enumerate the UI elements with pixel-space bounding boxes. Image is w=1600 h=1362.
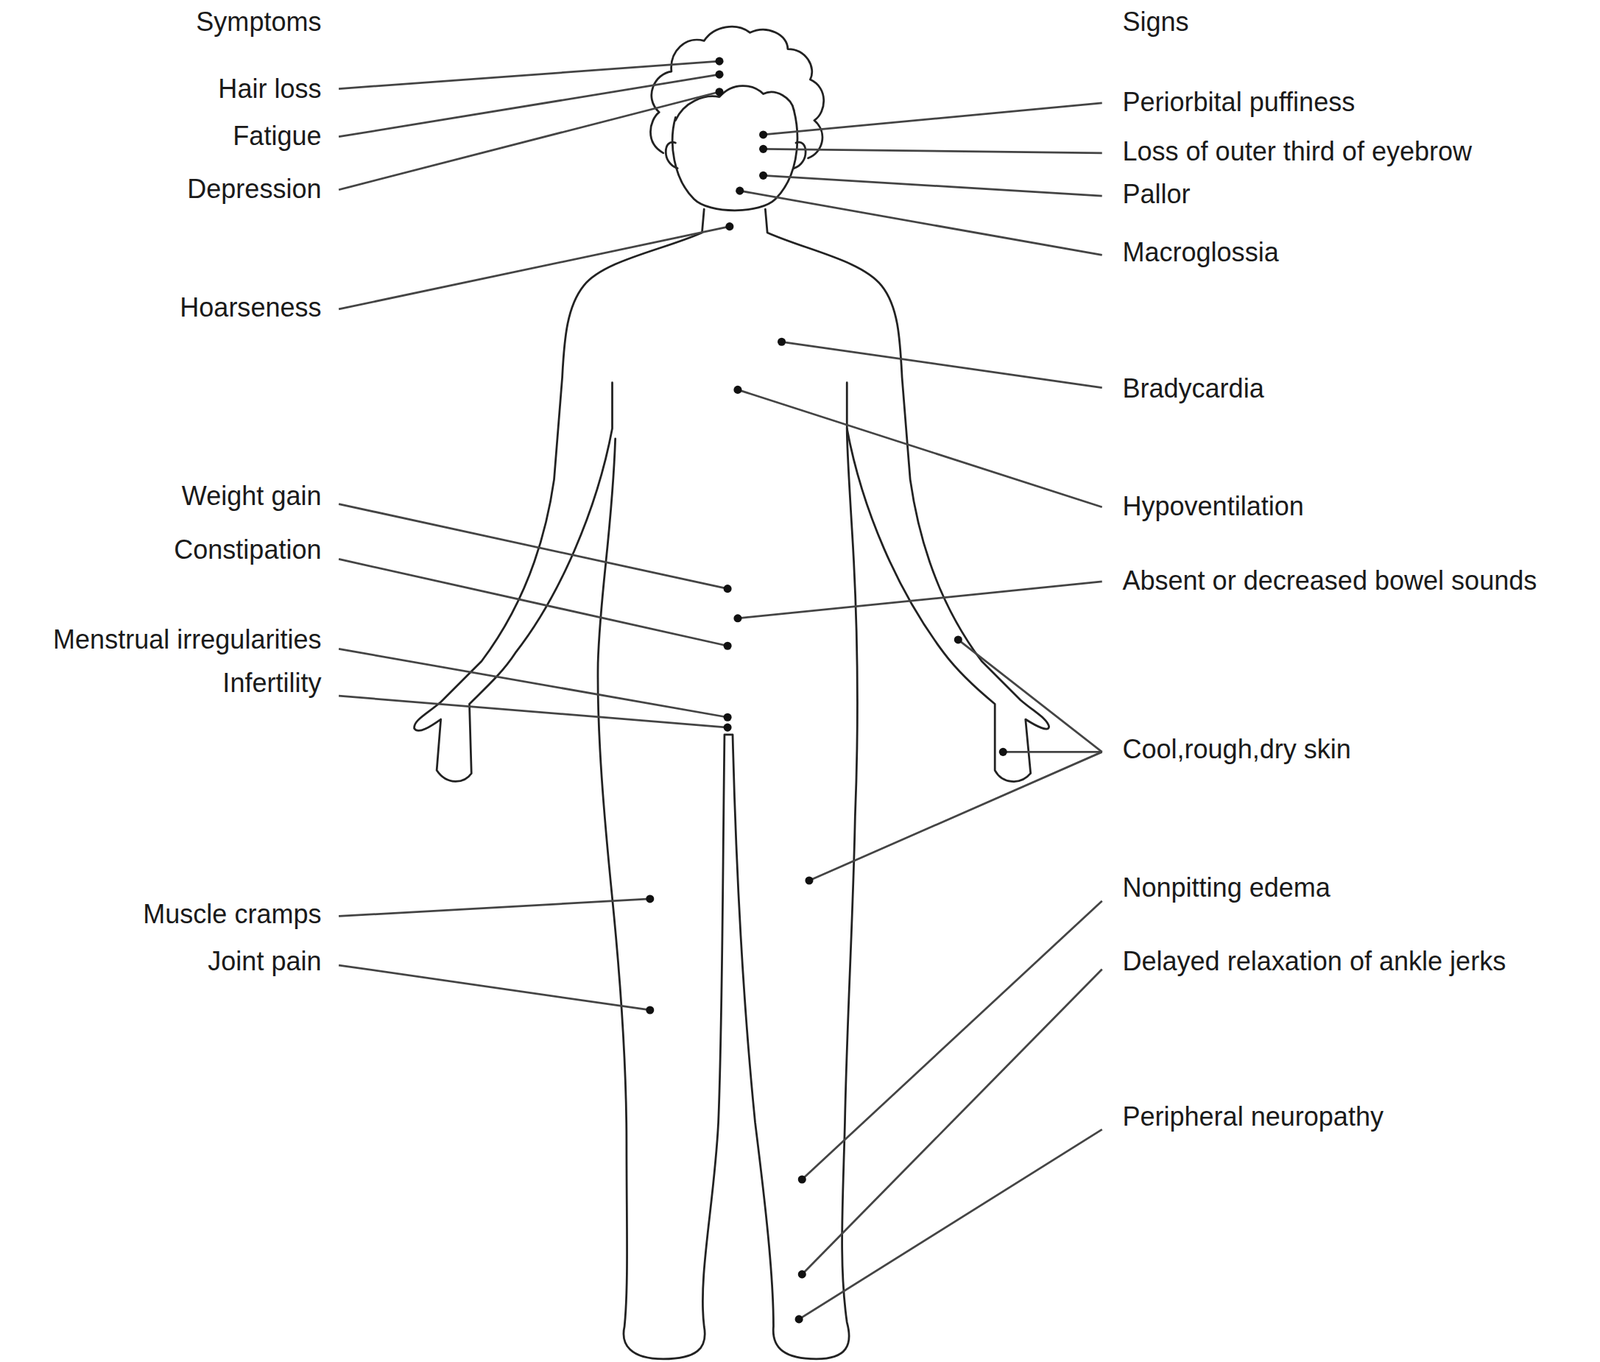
leader-dot [714,57,724,66]
ear [793,142,806,169]
column-heading: Symptoms [195,7,322,38]
leader-dot [954,635,963,644]
leader-line [338,226,730,310]
leader-dot [645,1005,654,1014]
leader-line [338,648,728,718]
leader-line [737,389,1103,507]
leader-dot [733,614,742,623]
leader-dots [645,57,1008,1324]
leader-dot [759,145,768,154]
leader-line [1002,751,1102,754]
leader-dot [804,876,813,885]
leader-dot [795,1315,804,1324]
leader-lines [338,61,1103,1320]
leader-line [338,695,728,728]
leader-line [338,899,651,917]
sign-label: Periorbital puffiness [1122,87,1355,118]
leader-line [781,341,1103,388]
symptom-label: Constipation [173,536,322,567]
sign-label: Absent or decreased bowel sounds [1122,566,1537,597]
leader-dot [759,171,768,180]
leader-line [801,969,1102,1275]
symptom-label: Fatigue [232,121,322,152]
ear [665,142,678,169]
column-heading: Signs [1122,7,1189,38]
sign-label: Loss of outer third of eyebrow [1122,136,1472,168]
leader-dot [733,385,742,394]
leader-dot [723,584,732,593]
sign-label: Hypoventilation [1122,491,1304,523]
leader-dot [645,894,654,903]
sign-label: Bradycardia [1122,374,1264,405]
leader-dot [798,1270,807,1279]
symptom-label: Hoarseness [179,293,322,324]
symptom-label: Weight gain [181,481,322,512]
sign-label: Macroglossia [1122,237,1279,269]
leader-line [737,581,1103,619]
symptom-label: Muscle cramps [142,899,322,930]
sign-label: Cool,rough,dry skin [1122,734,1351,766]
face-outline [672,110,798,211]
sign-label: Peripheral neuropathy [1122,1102,1384,1133]
sign-label: Nonpitting edema [1122,873,1330,904]
sign-label: Delayed relaxation of ankle jerks [1122,946,1506,978]
symptom-label: Depression [187,174,322,205]
leader-line [763,103,1103,135]
hair-fringe [675,86,794,121]
body-outline [765,209,1049,782]
leader-line [798,1129,1103,1320]
leader-dot [723,713,732,722]
symptom-label: Hair loss [217,74,322,105]
leader-dot [999,748,1008,757]
leader-dot [798,1175,807,1184]
leader-line [739,190,1103,255]
body-outline [414,209,705,782]
symptom-label: Infertility [222,668,322,699]
symptom-label: Joint pain [207,946,322,978]
leader-dot [759,130,768,139]
leader-dot [723,723,732,732]
leader-dot [725,222,734,231]
leader-line [801,901,1102,1180]
leader-dot [777,337,786,347]
leader-line [809,751,1103,881]
leader-dot [714,87,724,96]
leader-dot [723,642,732,651]
leader-dot [735,187,744,196]
sign-label: Pallor [1122,179,1190,210]
leader-dot [714,70,724,79]
symptom-label: Menstrual irregularities [53,625,322,657]
leader-line [338,92,720,190]
leader-line [338,965,651,1011]
leader-line [763,175,1103,196]
leader-line [763,148,1103,154]
leader-line [957,639,1102,752]
leader-line [338,558,728,646]
leader-line [338,504,728,590]
